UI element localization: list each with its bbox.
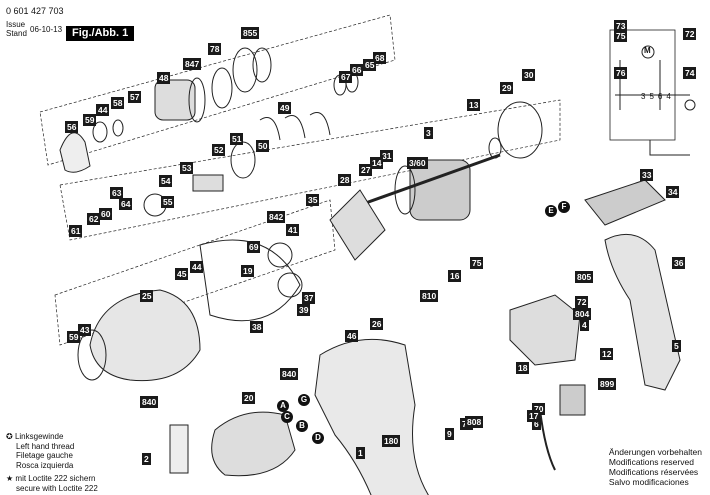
- part-number: 0 601 427 703: [6, 6, 64, 16]
- part-label: 45: [175, 268, 189, 280]
- part-label: 43: [78, 324, 92, 336]
- part-label: 847: [183, 58, 202, 70]
- issue-label: Issue: [6, 20, 26, 29]
- part-label: 67: [339, 71, 353, 83]
- part-label: 810: [420, 290, 439, 302]
- part-label: 25: [140, 290, 154, 302]
- part-label: 30: [522, 69, 536, 81]
- part-label: 805: [575, 271, 594, 283]
- part-label: 57: [128, 91, 142, 103]
- part-label: 78: [208, 43, 222, 55]
- part-label: 61: [69, 225, 83, 237]
- stand-label: Stand: [6, 29, 27, 38]
- part-label: 26: [370, 318, 384, 330]
- part-label: 16: [448, 270, 462, 282]
- part-label: 44: [96, 104, 110, 116]
- part-label: 38: [250, 321, 264, 333]
- part-label: 66: [350, 64, 364, 76]
- part-label: 34: [666, 186, 680, 198]
- part-label: 808: [465, 416, 484, 428]
- part-label: 58: [111, 97, 125, 109]
- part-label: 17: [527, 410, 541, 422]
- part-label: 56: [65, 121, 79, 133]
- part-label: 55: [161, 196, 175, 208]
- wiring-label: 73: [614, 20, 628, 32]
- part-label: 9: [445, 428, 454, 440]
- marker-d: D: [312, 432, 324, 444]
- left-thread-icon: ✪: [6, 432, 13, 441]
- marker-g: G: [298, 394, 310, 406]
- part-label: 72: [575, 296, 589, 308]
- part-label: 180: [382, 435, 401, 447]
- part-label: 842: [267, 211, 286, 223]
- part-label: 3: [424, 127, 433, 139]
- part-label: 18: [516, 362, 530, 374]
- part-label: 6: [532, 418, 541, 430]
- part-label: 1: [356, 447, 365, 459]
- part-label: 49: [278, 102, 292, 114]
- marker-c: C: [281, 411, 293, 423]
- part-label: 59: [83, 114, 97, 126]
- wiring-label: 75: [614, 30, 628, 42]
- part-label: 50: [256, 140, 270, 152]
- part-label: 20: [242, 392, 256, 404]
- part-label: 75: [470, 257, 484, 269]
- part-label: 41: [286, 224, 300, 236]
- part-label: 840: [140, 396, 159, 408]
- wiring-terminals: 3564: [641, 92, 675, 101]
- part-label: 28: [338, 174, 352, 186]
- part-label: 5: [672, 340, 681, 352]
- part-label: 3/60: [407, 157, 428, 169]
- part-label: 54: [159, 175, 173, 187]
- part-label: 64: [119, 198, 133, 210]
- marker-a: A: [277, 400, 289, 412]
- part-label: 46: [345, 330, 359, 342]
- motor-symbol: M: [644, 46, 651, 55]
- part-label: 33: [640, 169, 654, 181]
- part-label: 62: [87, 213, 101, 225]
- part-label: 60: [99, 208, 113, 220]
- wiring-label: 72: [683, 28, 697, 40]
- part-label: 35: [306, 194, 320, 206]
- part-label: 52: [212, 144, 226, 156]
- part-label: 13: [467, 99, 481, 111]
- part-label: 51: [230, 133, 244, 145]
- part-label: 44: [190, 261, 204, 273]
- part-label: 65: [363, 59, 377, 71]
- part-label: 2: [142, 453, 151, 465]
- part-label: 855: [241, 27, 260, 39]
- wiring-label: 76: [614, 67, 628, 79]
- marker-b: B: [296, 420, 308, 432]
- wiring-label: 74: [683, 67, 697, 79]
- part-label: 36: [672, 257, 686, 269]
- part-label: 69: [247, 241, 261, 253]
- part-label: 840: [280, 368, 299, 380]
- part-label: 12: [600, 348, 614, 360]
- part-label: 27: [359, 164, 373, 176]
- part-label: 48: [157, 72, 171, 84]
- issue-date: 06-10-13: [30, 25, 63, 34]
- part-label: 899: [598, 378, 617, 390]
- part-label: 4: [580, 319, 589, 331]
- modification-notes: Änderungen vorbehalten Modifications res…: [608, 447, 702, 487]
- legend-loctite: ★ mit Loctite 222 sichern secure with Lo…: [6, 474, 98, 493]
- part-label: 29: [500, 82, 514, 94]
- part-label: 14: [370, 157, 384, 169]
- part-label: 37: [302, 292, 316, 304]
- legend-left-thread: ✪ Linksgewinde Left hand thread Filetage…: [6, 432, 75, 470]
- part-label: 804: [573, 308, 592, 320]
- part-label: 19: [241, 265, 255, 277]
- star-icon: ★: [6, 474, 14, 483]
- marker-f: F: [558, 201, 570, 213]
- part-label: 63: [110, 187, 124, 199]
- marker-e: E: [545, 205, 557, 217]
- part-label: 39: [297, 304, 311, 316]
- figure-title: Fig./Abb. 1: [66, 26, 135, 41]
- part-label: 59: [67, 331, 81, 343]
- part-label: 53: [180, 162, 194, 174]
